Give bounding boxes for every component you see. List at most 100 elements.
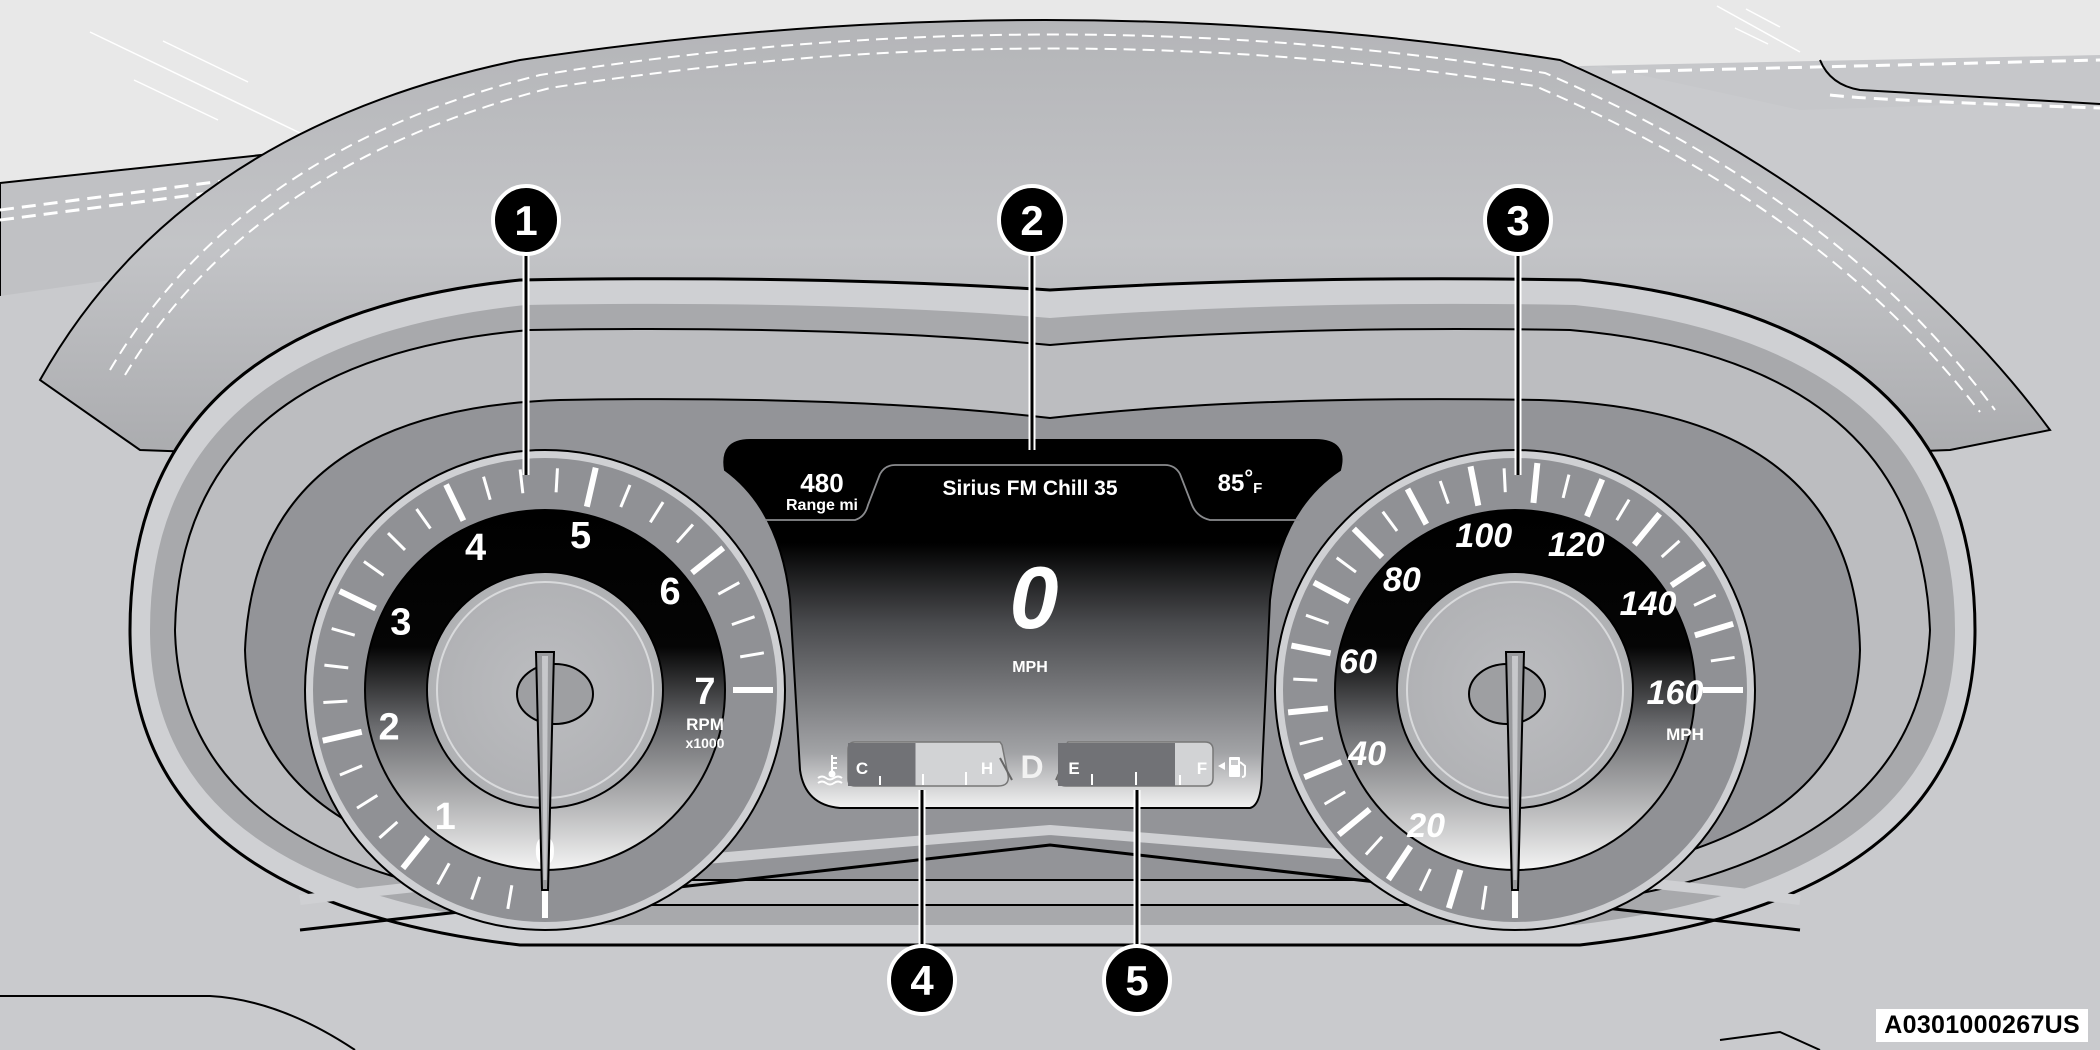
gauge-minor-tick <box>482 476 492 501</box>
radio-tab-outline <box>765 464 1300 521</box>
gauge-major-tick <box>1467 465 1482 507</box>
range-value: 480 <box>800 468 843 498</box>
gauge-needle <box>534 651 556 891</box>
gear-indicator: D <box>1020 749 1043 785</box>
gauge-minor-tick <box>1502 468 1507 493</box>
gauge-minor-tick <box>554 468 559 493</box>
gauge-minor-tick <box>1693 593 1717 607</box>
gauge-multiplier-label: x1000 <box>686 735 725 751</box>
gauge-major-tick <box>690 545 726 576</box>
gauge-minor-tick <box>1480 885 1488 910</box>
gauge-minor-tick <box>731 615 756 627</box>
coolant-low-label: C <box>856 759 868 778</box>
gauge-scale-label: 6 <box>660 571 681 613</box>
callout-4: 4 <box>887 790 957 1016</box>
gauge-minor-tick <box>1561 474 1571 499</box>
gauge-minor-tick <box>1323 790 1346 806</box>
glare-lines <box>89 5 1801 134</box>
gauge-scale-label: 7 <box>694 671 715 713</box>
figure-id-label: A0301000267US <box>1876 1009 2088 1042</box>
gauge-scale-label: 120 <box>1548 526 1605 564</box>
gauge-minor-tick <box>1364 835 1384 856</box>
digital-speed-readout: 0 <box>1010 548 1059 647</box>
gauge-minor-tick <box>717 581 741 596</box>
gauge-minor-tick <box>436 862 451 886</box>
callout-1: 1 <box>491 184 561 475</box>
gauge-major-tick <box>1584 478 1606 518</box>
gauge-major-tick <box>1287 705 1329 716</box>
gauge-minor-tick <box>1615 498 1631 521</box>
hood-stitching <box>109 33 1996 413</box>
callout-badge <box>1102 944 1172 1016</box>
gauge-minor-tick <box>1710 655 1735 663</box>
degree-symbol: ° <box>1244 465 1253 490</box>
gauge-major-tick <box>1694 620 1735 639</box>
gauge-minor-tick <box>331 627 356 637</box>
gauge-major-tick <box>322 728 363 744</box>
gauge-minor-tick <box>518 469 525 494</box>
dash-seam-right <box>1719 1030 1821 1050</box>
coolant-ticks <box>879 772 967 785</box>
gauge-minor-tick <box>386 531 407 552</box>
gauge-scale-label: 3 <box>390 602 411 644</box>
gauge-major-tick <box>1303 759 1343 781</box>
callout-badge <box>491 184 561 256</box>
callout-number: 1 <box>514 197 537 244</box>
gauge-major-tick <box>1312 579 1351 605</box>
tachometer: 01234567RPMx1000 <box>304 449 786 931</box>
fuel-bar-fill <box>1058 743 1175 786</box>
gauge-unit-label: MPH <box>1666 725 1704 744</box>
gauge-minor-tick <box>470 876 482 901</box>
gauge-scale-label: 4 <box>465 527 486 569</box>
gauge-scale-label: 140 <box>1620 585 1677 623</box>
coolant-temperature-gauge: C H <box>817 741 1010 787</box>
gauge-minor-tick <box>363 560 385 577</box>
callout-2: 2 <box>997 184 1067 450</box>
range-label: Range mi <box>786 497 858 514</box>
callout-badge <box>887 944 957 1016</box>
coolant-temperature-icon <box>817 755 843 786</box>
gauge-minor-tick <box>1335 556 1357 574</box>
instrument-cluster-display: 480 Range mi Sirius FM Chill 35 85°F 0 M… <box>723 439 1343 809</box>
needle-highlight <box>1512 656 1518 880</box>
gauge-major-tick <box>1445 869 1464 910</box>
gauge-minor-tick <box>415 508 432 530</box>
gauge-minor-tick <box>1299 736 1324 746</box>
gauge-scale-label: 5 <box>570 515 591 557</box>
callout-number: 5 <box>1125 957 1148 1004</box>
gauge-major-tick <box>1404 487 1430 526</box>
radio-station-text: Sirius FM Chill 35 <box>942 477 1117 500</box>
gauge-minor-tick <box>1305 613 1330 625</box>
gauge-major-tick <box>338 588 377 612</box>
gauge-minor-tick <box>378 820 399 840</box>
gauge-major-tick <box>443 483 467 522</box>
gauge-minor-tick <box>1381 510 1399 532</box>
gauge-minor-tick <box>1293 677 1318 682</box>
gauge-minor-tick <box>619 484 632 508</box>
gauge-minor-tick <box>1660 539 1681 559</box>
callout-badge <box>1483 184 1553 256</box>
digital-speed-unit: MPH <box>1012 659 1048 676</box>
gauge-scale-label: 40 <box>1347 735 1386 773</box>
coolant-high-label: H <box>981 759 993 778</box>
gauge-minor-tick <box>1438 480 1450 505</box>
callout-number: 4 <box>910 957 934 1004</box>
gauge-scale-label: 1 <box>435 796 456 838</box>
gauge-minor-tick <box>356 794 379 810</box>
gauge-scale-label: 80 <box>1383 561 1421 599</box>
gauge-needle <box>1504 651 1526 891</box>
gauge-major-tick <box>583 467 599 508</box>
temperature-unit: F <box>1253 480 1262 497</box>
gauge-major-tick <box>1530 462 1541 504</box>
needle-cap <box>516 663 594 725</box>
gauge-minor-tick <box>675 523 695 544</box>
fuel-empty-label: E <box>1068 759 1079 778</box>
display-screen <box>723 439 1343 809</box>
gauge-scale-label: 100 <box>1455 517 1512 555</box>
gauge-scale-label: 2 <box>378 707 399 749</box>
needle-highlight <box>542 656 548 880</box>
coolant-bar-fill <box>848 743 916 786</box>
gauge-major-tick <box>400 835 431 871</box>
